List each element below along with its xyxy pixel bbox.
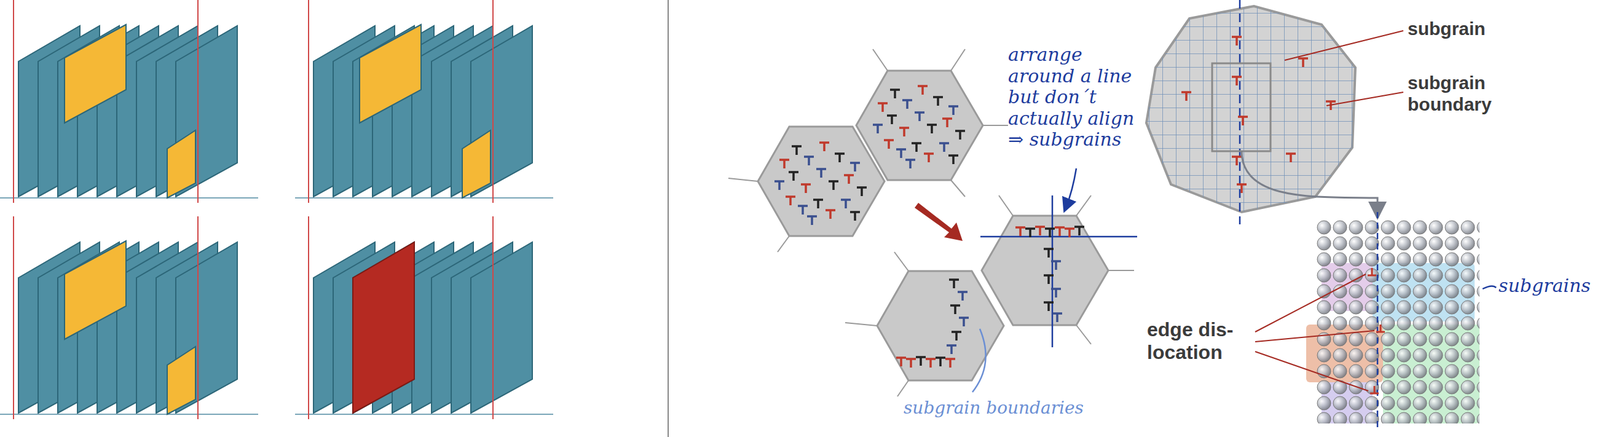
callout-label: subgrain [1407, 18, 1543, 40]
handwritten-note: subgrain boundaries [903, 398, 1088, 418]
handwritten-note: arrange around a line but don´t actually… [1008, 44, 1144, 151]
subgrain-sketch [1146, 0, 1404, 225]
callout-label: edge dis- location [1146, 318, 1253, 364]
panel-divider [667, 0, 669, 437]
atom-lattice [1255, 212, 1497, 431]
callout-label: subgrain boundary [1407, 72, 1519, 115]
slip-sketches [0, 0, 554, 420]
handwritten-note: subgrains [1498, 275, 1597, 297]
